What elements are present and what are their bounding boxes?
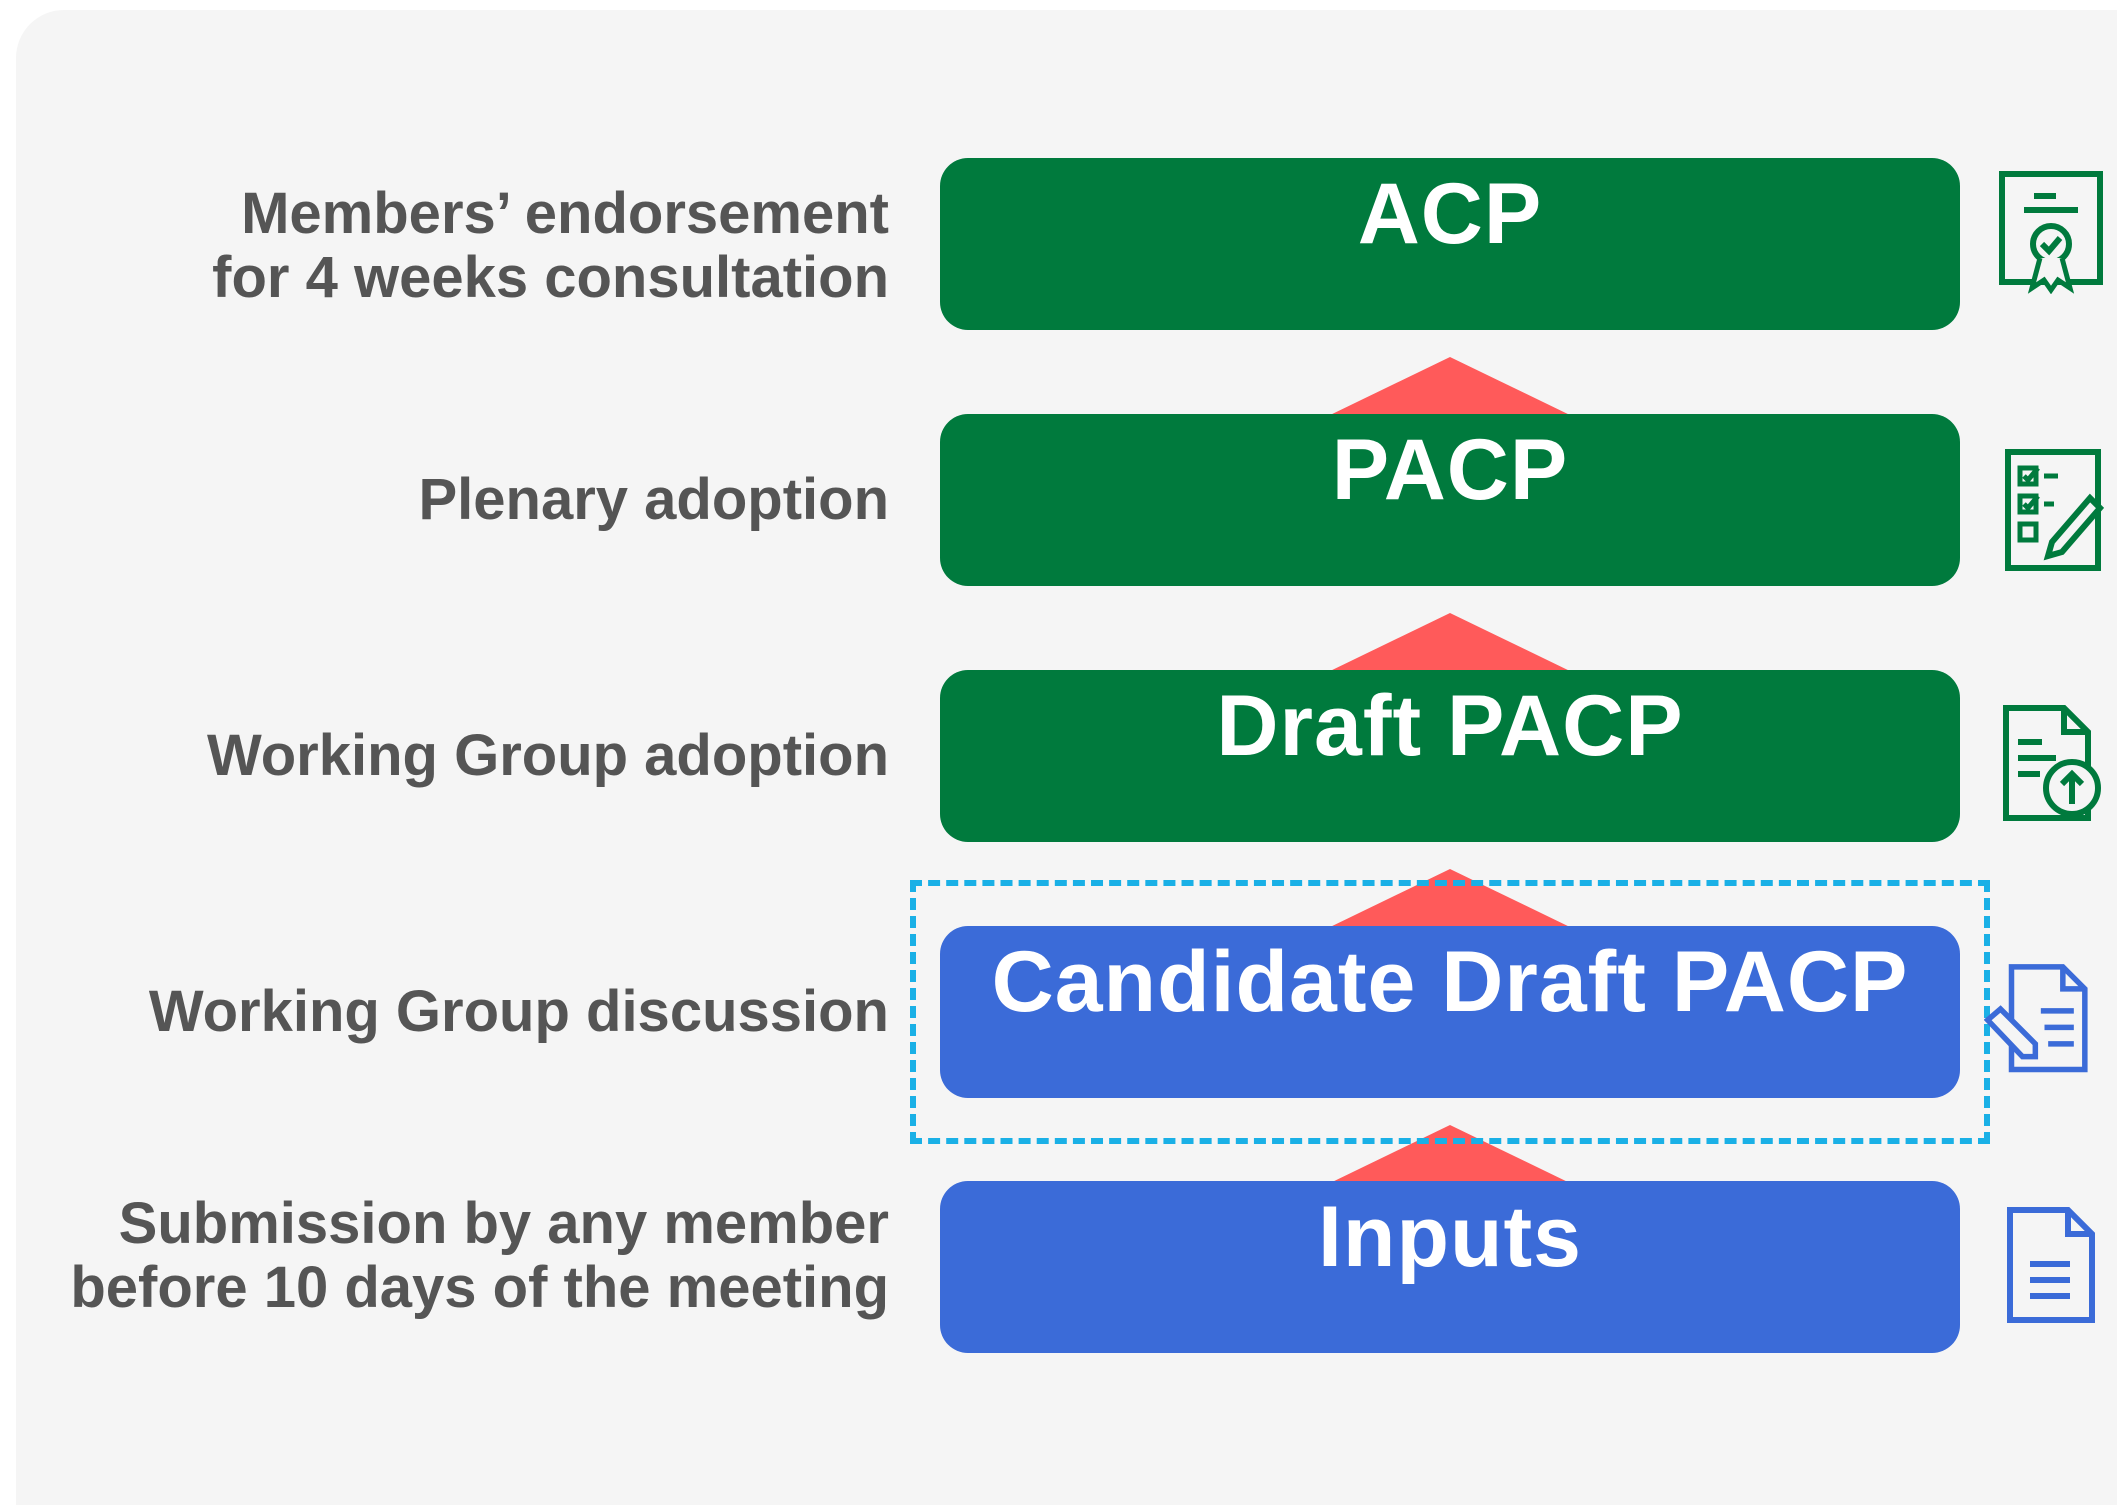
stage-pacp-box: PACP xyxy=(940,414,1960,586)
stage-acp-label: Members’ endorsement for 4 weeks consult… xyxy=(212,181,889,310)
stage-draft-pacp-box: Draft PACP xyxy=(940,670,1960,842)
arrow-up xyxy=(1326,1125,1574,1185)
arrow-up xyxy=(1326,869,1574,929)
highlight-dashed-frame xyxy=(910,880,1990,1144)
stage-draft-pacp-label: Working Group adoption xyxy=(207,723,889,788)
document-upload-icon xyxy=(2003,705,2101,821)
stage-acp-box: ACP xyxy=(940,158,1960,330)
document-edit-icon xyxy=(1984,964,2088,1073)
certificate-icon xyxy=(1999,171,2103,294)
stage-pacp-label: Plenary adoption xyxy=(418,467,889,532)
stage-inputs-box: Inputs xyxy=(940,1181,1960,1353)
arrow-up xyxy=(1326,613,1574,673)
stage-inputs-label: Submission by any member before 10 days … xyxy=(70,1191,889,1320)
arrow-up xyxy=(1326,357,1574,417)
stage-candidate-draft-pacp-label: Working Group discussion xyxy=(148,979,889,1044)
stage-candidate-draft-pacp-box: Candidate Draft PACP xyxy=(940,926,1960,1098)
checklist-edit-icon xyxy=(2005,449,2105,571)
document-icon xyxy=(2007,1207,2095,1323)
